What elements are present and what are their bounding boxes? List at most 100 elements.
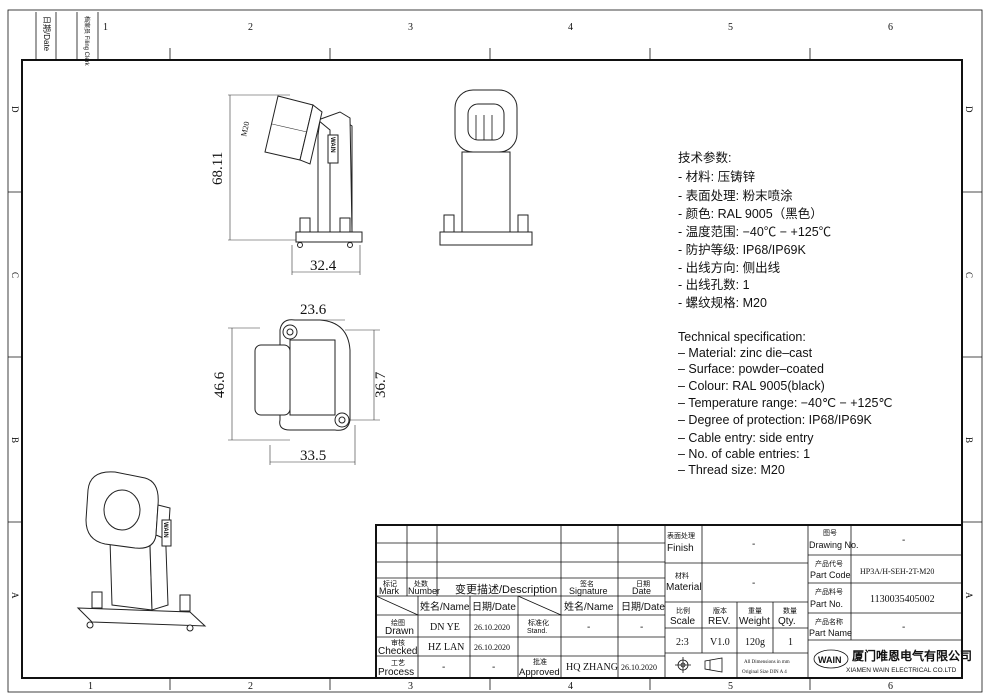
- label: 姓名/Name: [420, 600, 470, 613]
- label: 处数: [414, 579, 428, 588]
- spec-item: - 表面处理: 粉末喷涂: [678, 188, 793, 203]
- approved-date: 26.10.2020: [621, 663, 657, 672]
- column-label: 3: [408, 22, 413, 33]
- label: 产品代号: [815, 559, 843, 568]
- qty-value: 1: [788, 637, 793, 648]
- label: 日期/Date: [621, 601, 665, 613]
- logo-text: WAIN: [818, 655, 842, 665]
- drawn-name: DN YE: [430, 622, 460, 633]
- company-name-cn: 厦门唯恩电气有限公司: [852, 648, 972, 663]
- label: 材料: [675, 571, 689, 580]
- label: Finish: [667, 543, 694, 554]
- label: 版本: [713, 606, 727, 615]
- label: 比例: [676, 606, 690, 615]
- weight-value: 120g: [745, 637, 765, 648]
- projection-symbol-icon: [675, 657, 723, 673]
- scale-value: 2:3: [676, 637, 689, 648]
- spec-item: - 出线方向: 侧出线: [678, 260, 781, 275]
- label: 签名: [580, 579, 594, 588]
- label: Qty.: [778, 616, 796, 627]
- spec-en: Technical specification: – Material: zin…: [678, 330, 892, 477]
- row-label: B: [964, 437, 974, 443]
- label: 重量: [748, 607, 762, 615]
- label: 表面处理: [667, 531, 695, 540]
- column-label: 4: [568, 22, 573, 33]
- spec-cn: 技术参数: - 材料: 压铸锌 - 表面处理: 粉末喷涂 - 颜色: RAL 9…: [678, 150, 831, 310]
- label: Part No.: [810, 599, 843, 609]
- row-label: C: [10, 272, 20, 278]
- row-label: B: [10, 437, 20, 443]
- spec-item: - 温度范围: −40℃ − +125℃: [678, 224, 831, 239]
- spec-item: – Temperature range: −40℃ − +125℃: [678, 396, 892, 410]
- row-label: D: [10, 106, 20, 113]
- approved-name: HQ ZHANG: [566, 662, 618, 673]
- label: Checked: [378, 646, 417, 657]
- spec-item: – No. of cable entries: 1: [678, 447, 810, 461]
- label: Process: [378, 667, 414, 678]
- plan-view-drawing: 23.6 46.6 36.7 33.5: [212, 302, 389, 465]
- dimension-base-width: 32.4: [310, 258, 337, 274]
- column-label: 6: [888, 681, 893, 692]
- isometric-view-drawing: WAIN: [76, 471, 207, 632]
- label: REV.: [708, 616, 730, 627]
- drawing-no-value: -: [902, 535, 905, 546]
- spec-item: – Cable entry: side entry: [678, 431, 814, 445]
- units-note: All Dimensions in mm: [744, 660, 790, 665]
- label: Drawn: [385, 626, 414, 637]
- label: Scale: [670, 616, 695, 627]
- part-no-value: 1130035405002: [870, 594, 935, 605]
- row-label: A: [964, 592, 974, 599]
- part-name-value: -: [902, 622, 905, 633]
- front-view-drawing: [439, 89, 533, 246]
- checked-name: HZ LAN: [428, 642, 464, 653]
- brand-label: WAIN: [162, 522, 168, 538]
- outer-border: [7, 9, 983, 693]
- row-label: C: [964, 272, 974, 278]
- label: 图号: [823, 529, 837, 537]
- spec-item: - 材料: 压铸锌: [678, 169, 755, 184]
- label: Mark: [379, 586, 399, 596]
- value: -: [640, 622, 643, 633]
- column-label: 5: [728, 681, 733, 692]
- row-label: D: [964, 106, 974, 113]
- spec-item: – Material: zinc die–cast: [678, 346, 813, 360]
- label: 产品名称: [815, 617, 843, 626]
- label: 工艺: [391, 659, 405, 667]
- company-logo: WAIN: [813, 649, 849, 669]
- label: 日期: [636, 580, 650, 588]
- label: Material: [666, 582, 702, 593]
- finish-value: -: [752, 539, 755, 550]
- label: Weight: [739, 616, 770, 627]
- company-name-en: XIAMEN WAIN ELECTRICAL CO.LTD: [846, 667, 957, 674]
- label: 绘图: [391, 618, 405, 627]
- rev-value: V1.0: [710, 637, 730, 648]
- label: Signature: [569, 586, 608, 596]
- corner-box: 日期/Date 档案员 Filing Clerk: [35, 12, 99, 67]
- checked-date: 26.10.2020: [474, 643, 510, 652]
- column-label: 4: [568, 681, 573, 692]
- spec-item: - 出线孔数: 1: [678, 277, 750, 292]
- dimension-plan-width: 33.5: [300, 448, 326, 464]
- spec-item: - 螺纹规格: M20: [678, 295, 767, 310]
- label: 标准化: [528, 618, 549, 627]
- column-label: 2: [248, 681, 253, 692]
- spec-item: – Surface: powder–coated: [678, 362, 824, 376]
- label: 产品料号: [815, 587, 843, 596]
- dimension-top-width: 23.6: [300, 302, 327, 318]
- label: 日期/Date: [472, 601, 516, 613]
- column-label: 2: [248, 22, 253, 33]
- column-label: 5: [728, 22, 733, 33]
- size-note: Original Size DIN A 4: [742, 670, 787, 675]
- dimension-hole-spacing: 36.7: [373, 371, 389, 398]
- drawn-date: 26.10.2020: [474, 623, 510, 632]
- material-value: -: [752, 578, 755, 589]
- dimension-height: 68.11: [210, 152, 226, 185]
- label: 姓名/Name: [564, 600, 614, 613]
- value: -: [492, 662, 495, 673]
- side-view-drawing: WAIN 68.11 32.4 M20: [210, 94, 363, 275]
- spec-item: - 颜色: RAL 9005（黑色）: [678, 206, 823, 221]
- part-code-value: HP3A/H-SEH-2T-M20: [860, 567, 934, 576]
- dimension-plan-height: 46.6: [212, 371, 228, 398]
- spec-item: – Degree of protection: IP68/IP69K: [678, 413, 873, 427]
- label: 批准: [533, 657, 547, 666]
